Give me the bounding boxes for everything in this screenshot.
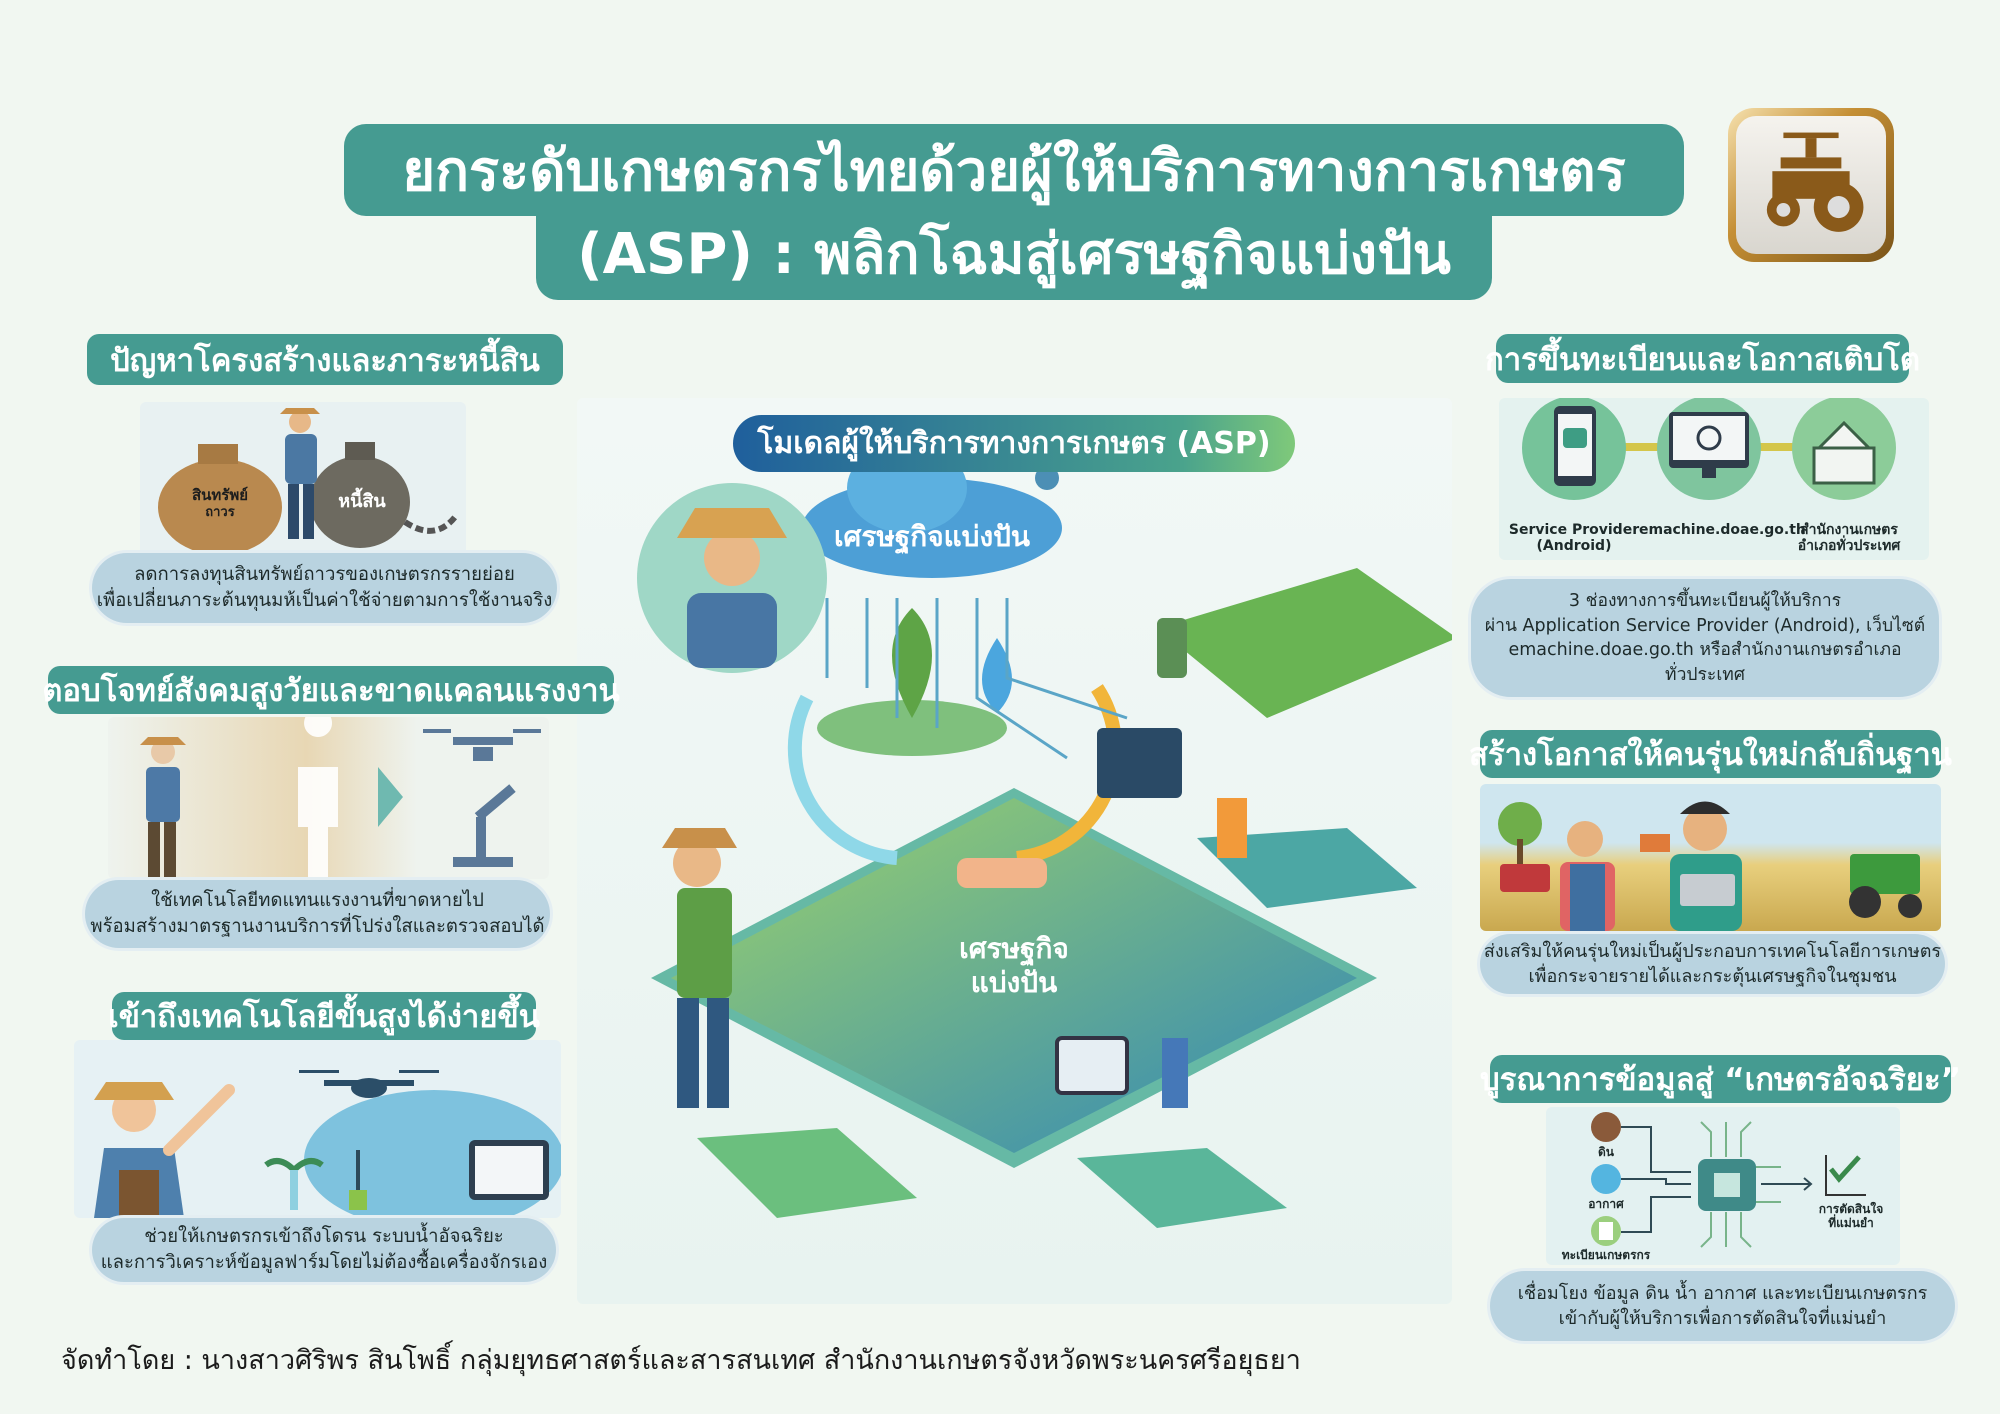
caption-line: พร้อมสร้างมาตรฐานงานบริการที่โปร่งใสและต… bbox=[90, 916, 545, 937]
caption-structure-debt: ลดการลงทุนสินทรัพย์ถาวรของเกษตรกรรายย่อย… bbox=[92, 553, 557, 623]
output-label-decision: การตัดสินใจที่แม่นยำ bbox=[1811, 1202, 1891, 1231]
asset-label-2: ถาวร bbox=[205, 505, 234, 520]
channel-label-office: สำนักงานเกษตรอำเภอทั่วประเทศ bbox=[1789, 522, 1909, 554]
caption-line: เพื่อเปลี่ยนภาระต้นทุนมห้เป็นค่าใช้จ่ายต… bbox=[96, 590, 553, 611]
input-label-registry: ทะเบียนเกษตรกร bbox=[1561, 1248, 1651, 1262]
registration-channels: Service Provider(Android) emachine.doae.… bbox=[1499, 398, 1929, 560]
caption-line: เพื่อกระจายรายได้และกระตุ้นเศรษฐกิจในชุม… bbox=[1528, 966, 1897, 987]
caption-line: ผ่าน Application Service Provider (Andro… bbox=[1484, 615, 1926, 636]
caption-tech-access: ช่วยให้เกษตรกรเข้าถึงโดรน ระบบน้ำอัจฉริย… bbox=[92, 1218, 556, 1282]
labor-illustration bbox=[108, 717, 549, 879]
output-line: การตัดสินใจ bbox=[1818, 1202, 1884, 1216]
main-title-line2: (ASP) : พลิกโฉมสู่เศรษฐกิจแบ่งปัน bbox=[536, 206, 1492, 300]
caption-line: เชื่อมโยง ข้อมูล ดิน น้ำ อากาศ และทะเบีย… bbox=[1517, 1282, 1928, 1304]
section-heading-young-generation: สร้างโอกาสให้คนรุ่นใหม่กลับถิ่นฐาน bbox=[1469, 730, 1952, 778]
debt-label: หนี้สิน bbox=[338, 487, 386, 512]
caption-line: ทั่วประเทศ bbox=[1665, 664, 1745, 685]
caption-line: เข้ากับผู้ให้บริการเพื่อการตัดสินใจที่แม… bbox=[1558, 1308, 1887, 1329]
caption-line: emachine.doae.go.th หรือสำนักงานเกษตรอำเ… bbox=[1508, 640, 1902, 660]
smart-farming-diagram: ดิน อากาศ ทะเบียนเกษตรกร การตัดสินใจที่แ… bbox=[1546, 1107, 1900, 1265]
section-heading-tech-access: เข้าถึงเทคโนโลยีขั้นสูงได้ง่ายขึ้น bbox=[108, 992, 540, 1040]
caption-line: และการวิเคราะห์ข้อมูลฟาร์มโดยไม่ต้องซื้อ… bbox=[100, 1252, 548, 1273]
caption-line: ช่วยให้เกษตรกรเข้าถึงโดรน ระบบน้ำอัจฉริย… bbox=[144, 1226, 504, 1248]
channel-label-line: (Android) bbox=[1536, 538, 1612, 555]
tractor-drone-icon bbox=[1736, 116, 1886, 254]
caption-line: ลดการลงทุนสินทรัพย์ถาวรของเกษตรกรรายย่อย bbox=[134, 564, 515, 586]
debt-illustration: สินทรัพย์ถาวร หนี้สิน bbox=[140, 402, 466, 560]
logo bbox=[1728, 108, 1894, 262]
caption-aging-labor: ใช้เทคโนโลยีทดแทนแรงงานที่ขาดหายไปพร้อมส… bbox=[85, 880, 550, 948]
section-heading-aging-labor: ตอบโจทย์สังคมสูงวัยและขาดแคลนแรงงาน bbox=[42, 666, 620, 714]
young-generation-illustration bbox=[1480, 784, 1941, 931]
asp-model-illustration: เศรษฐกิจ แบ่งปัน เศรษฐกิจแบ่งปัน bbox=[577, 398, 1452, 1304]
channel-label-android: Service Provider(Android) bbox=[1504, 522, 1644, 554]
caption-line: 3 ช่องทางการขึ้นทะเบียนผู้ให้บริการ bbox=[1568, 591, 1842, 611]
section-heading-registration: การขึ้นทะเบียนและโอกาสเติบโต bbox=[1485, 334, 1920, 383]
asset-label: สินทรัพย์ bbox=[192, 486, 248, 504]
section-heading-smart-farming: บูรณาการข้อมูลสู่ “เกษตรอัจฉริยะ” bbox=[1480, 1055, 1961, 1103]
channel-label-line: สำนักงานเกษตร bbox=[1800, 522, 1898, 538]
caption-registration: 3 ช่องทางการขึ้นทะเบียนผู้ให้บริการผ่าน … bbox=[1471, 579, 1939, 697]
tech-access-illustration bbox=[74, 1040, 561, 1218]
caption-smart-farming: เชื่อมโยง ข้อมูล ดิน น้ำ อากาศ และทะเบีย… bbox=[1490, 1271, 1955, 1341]
caption-young-generation: ส่งเสริมให้คนรุ่นใหม่เป็นผู้ประกอบการเทค… bbox=[1480, 934, 1945, 994]
platform-label-1: เศรษฐกิจ bbox=[959, 932, 1069, 967]
caption-line: ส่งเสริมให้คนรุ่นใหม่เป็นผู้ประกอบการเทค… bbox=[1483, 940, 1942, 962]
input-label-weather: อากาศ bbox=[1588, 1197, 1624, 1211]
output-line: ที่แม่นยำ bbox=[1828, 1215, 1874, 1230]
credits-footer: จัดทำโดย : นางสาวศิริพร สินโพธิ์ กลุ่มยุ… bbox=[61, 1345, 1301, 1376]
caption-line: ใช้เทคโนโลยีทดแทนแรงงานที่ขาดหายไป bbox=[151, 890, 484, 912]
cloud-label: เศรษฐกิจแบ่งปัน bbox=[834, 520, 1030, 555]
input-label-soil: ดิน bbox=[1598, 1145, 1614, 1159]
channel-label-line: อำเภอทั่วประเทศ bbox=[1797, 538, 1901, 555]
section-heading-structure-debt: ปัญหาโครงสร้างและภาระหนี้สิน bbox=[87, 334, 563, 385]
channel-label-line: Service Provider bbox=[1508, 522, 1640, 538]
main-title-line1: ยกระดับเกษตรกรไทยด้วยผู้ให้บริการทางการเ… bbox=[344, 124, 1684, 216]
channel-label-website: emachine.doae.go.th bbox=[1639, 522, 1806, 538]
platform-label-2: แบ่งปัน bbox=[971, 966, 1057, 999]
center-heading: โมเดลผู้ให้บริการทางการเกษตร (ASP) bbox=[733, 415, 1295, 472]
